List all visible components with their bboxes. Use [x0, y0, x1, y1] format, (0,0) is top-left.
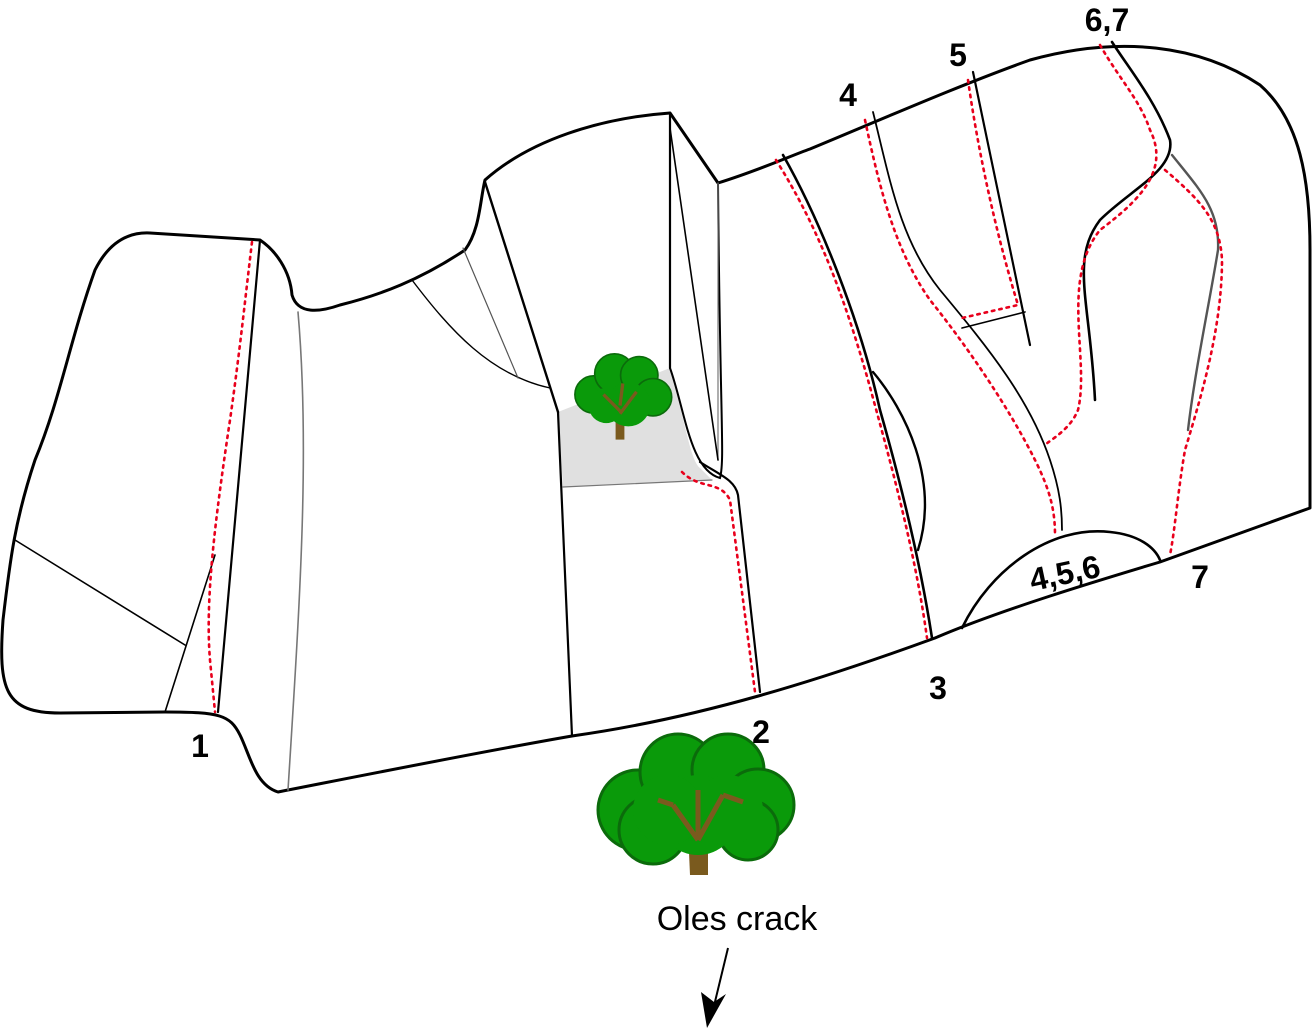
- route-label-4: 4: [839, 77, 857, 113]
- rock-line-b: [164, 554, 216, 713]
- route-6-line: [1043, 43, 1158, 447]
- route-4-line: [863, 118, 1057, 537]
- large-tree-icon: [596, 732, 796, 875]
- route-2-line: [680, 470, 757, 694]
- rock-line-g: [483, 180, 560, 414]
- crag-outline: [0, 44, 1312, 794]
- rock-line-s: [1082, 40, 1172, 402]
- rock-line-r: [961, 311, 1026, 329]
- rock-line-t: [1170, 153, 1220, 432]
- rock-line-d: [287, 311, 305, 791]
- rock-line-m: [698, 460, 762, 694]
- rock-line-a: [14, 539, 186, 646]
- small-tree-icon: [574, 352, 673, 440]
- route-label-67: 6,7: [1085, 2, 1129, 38]
- route-label-7: 7: [1191, 559, 1209, 595]
- rock-line-j: [669, 182, 724, 480]
- route-label-1: 1: [191, 728, 209, 764]
- rock-line-q: [971, 70, 1032, 347]
- oles-crack-caption: Oles crack: [657, 900, 819, 938]
- rock-line-h: [556, 410, 574, 738]
- direction-arrow: [701, 947, 729, 1028]
- route-label-3: 3: [929, 670, 947, 706]
- routes: [207, 43, 1224, 714]
- rock-line-n: [781, 153, 934, 640]
- rock-line-p: [872, 111, 1063, 531]
- rock-line-f: [462, 247, 519, 379]
- rock-line-l: [562, 479, 713, 488]
- route-7-line: [1163, 168, 1224, 557]
- rock-line-u: [960, 529, 1162, 630]
- route-3-line: [774, 158, 929, 640]
- route-label-5: 5: [949, 37, 967, 73]
- rock-features: [14, 40, 1220, 791]
- route-5-line: [960, 78, 1020, 320]
- rock-line-o: [871, 370, 927, 552]
- rock-line-k: [669, 127, 719, 461]
- rock-line-c: [216, 238, 262, 714]
- route-1-line: [207, 240, 254, 714]
- route-label-456: 4,5,6: [1026, 548, 1103, 598]
- route-label-2: 2: [752, 714, 770, 750]
- rock-line-e: [411, 279, 551, 389]
